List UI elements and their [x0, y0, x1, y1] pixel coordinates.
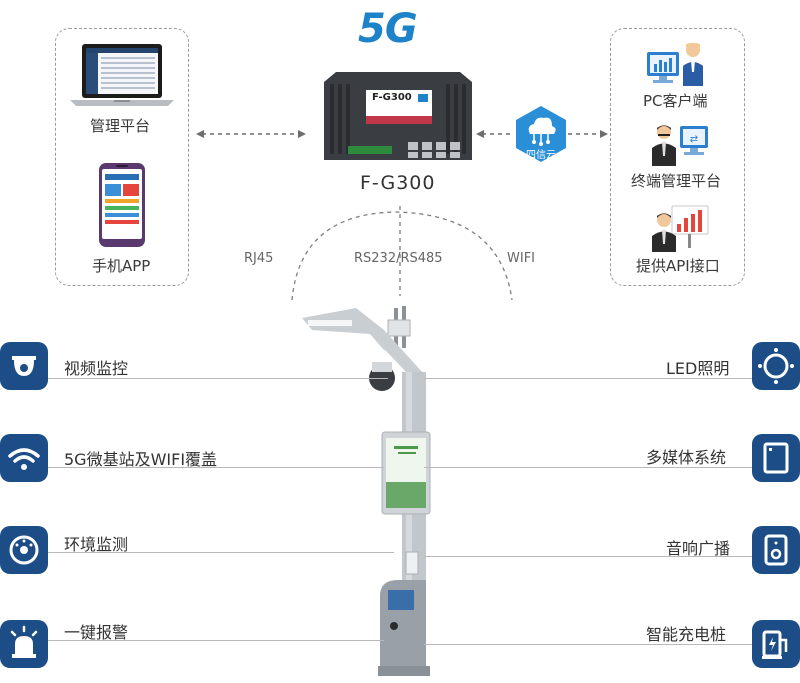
- 5g-logo-text: 5G: [358, 6, 418, 52]
- sensor-icon: [9, 535, 39, 565]
- wifi-label: WIFI: [507, 251, 535, 266]
- mobile-app-label: 手机APP: [92, 257, 151, 275]
- camera-badge: [0, 342, 48, 390]
- led-badge: [752, 342, 800, 390]
- audio-broadcast-label: 音响广播: [666, 539, 731, 558]
- terminal-management-icon: ⇄: [652, 125, 708, 166]
- right-panel: [610, 28, 745, 286]
- one-key-alarm-label: 一键报警: [64, 623, 129, 642]
- wifi-badge: [0, 434, 48, 482]
- serial-label: RS232/RS485: [354, 251, 443, 266]
- base-station-wifi-label: 5G微基站及WIFI覆盖: [64, 450, 218, 469]
- feature-line-wifi: [0, 467, 384, 468]
- camera-icon: [12, 356, 36, 376]
- led-lighting-label: LED照明: [666, 359, 730, 378]
- feature-line-alarm: [0, 640, 384, 641]
- api-interface-label: 提供API接口: [636, 257, 720, 275]
- charger-icon: [762, 630, 788, 659]
- management-platform-label: 管理平台: [90, 117, 151, 135]
- feature-line-video: [0, 378, 388, 379]
- multimedia-system-label: 多媒体系统: [646, 448, 727, 467]
- video-monitoring-label: 视频监控: [64, 359, 129, 378]
- 5g-logo: 5G: [358, 6, 442, 52]
- environment-monitoring-label: 环境监测: [64, 535, 129, 554]
- terminal-management-label: 终端管理平台: [631, 172, 722, 190]
- gateway-device: [324, 72, 472, 160]
- pc-client-icon: [647, 42, 703, 86]
- left-panel: [55, 28, 189, 286]
- feature-line-media: [424, 467, 800, 468]
- feature-line-led: [424, 378, 800, 379]
- led-light-icon: [758, 348, 794, 384]
- feature-line-audio: [424, 556, 800, 557]
- speaker-icon: [764, 534, 788, 566]
- wifi-icon: [8, 448, 40, 470]
- cloud-label: 四信云: [526, 150, 556, 161]
- display-screen-icon: [763, 442, 789, 474]
- api-chart-icon: [652, 205, 709, 252]
- rj45-label: RJ45: [244, 251, 274, 266]
- gateway-label: F-G300: [360, 172, 436, 194]
- pc-client-label: PC客户端: [643, 92, 708, 110]
- speaker-badge: [752, 526, 800, 574]
- alarm-light-icon: [10, 625, 38, 658]
- feature-line-env: [0, 552, 394, 553]
- smart-charger-label: 智能充电桩: [646, 625, 727, 644]
- gateway-model-plate: F-G300: [372, 92, 412, 103]
- sensor-badge: [0, 526, 48, 574]
- laptop-icon: [70, 44, 174, 106]
- svg-text:⇄: ⇄: [690, 134, 698, 145]
- media-badge: [752, 434, 800, 482]
- charger-badge: [752, 620, 800, 668]
- smartphone-icon: [99, 163, 145, 247]
- cloud-icon: [516, 106, 566, 162]
- alarm-badge: [0, 620, 48, 668]
- smart-pole: [302, 306, 431, 676]
- feature-line-charger: [424, 644, 800, 645]
